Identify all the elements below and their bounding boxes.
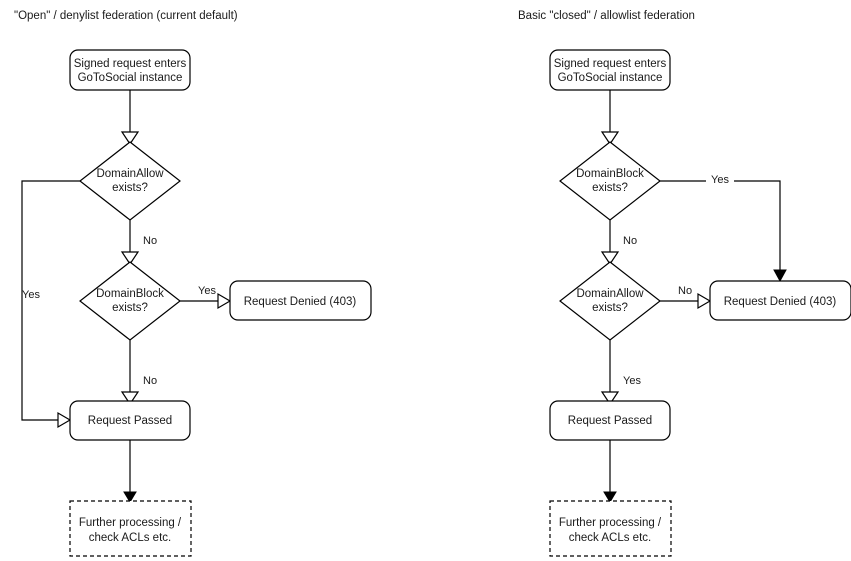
node-label-domainblock-line1: DomainBlock — [96, 288, 164, 300]
diagram-closed-allowlist: Basic "closed" / allowlist federation Si… — [518, 10, 851, 557]
node-label-domainallow-2-line1: DomainAllow — [576, 288, 644, 300]
edge-domainallow-no-to-domainblock: No — [120, 220, 157, 266]
arrowhead-open-start-to-domainallow — [120, 131, 140, 146]
node-label-request-passed-2: Request Passed — [568, 415, 652, 427]
node-label-domainblock-line2: exists? — [112, 302, 148, 314]
arrowhead-open-domainblock-no-2 — [600, 251, 620, 266]
node-request-passed: Request Passed — [69, 400, 191, 441]
arrowhead-filled-domainblock-yes-2 — [773, 269, 787, 283]
node-request-denied-2: Request Denied (403) — [709, 280, 851, 321]
edge-line-domainallow-yes — [21, 180, 80, 421]
node-label-start-line1: Signed request enters — [74, 58, 187, 70]
diagram-open-denylist: "Open" / denylist federation (current de… — [14, 10, 372, 557]
node-further-processing-2: Further processing / check ACLs etc. — [549, 500, 672, 557]
node-label-request-denied: Request Denied (403) — [244, 296, 357, 308]
arrowhead-open-domainallow-no — [120, 251, 140, 266]
node-further-processing: Further processing / check ACLs etc. — [69, 500, 192, 557]
edge-start-to-domainallow — [120, 90, 140, 146]
node-shape-domainallow — [79, 141, 181, 221]
edge-label-domainallow-yes-2: Yes — [623, 375, 641, 387]
edge-label-domainblock-yes-2: Yes — [711, 174, 729, 186]
node-domainblock-exists-2: DomainBlock exists? — [559, 141, 661, 221]
edge-domainblock-no-to-requestpassed: No — [120, 340, 157, 406]
node-label-domainblock-2-line1: DomainBlock — [576, 168, 644, 180]
node-shape-start-2 — [549, 49, 671, 91]
diagram-title-closed-allowlist: Basic "closed" / allowlist federation — [518, 10, 695, 22]
arrowhead-filled-requestpassed-to-further — [123, 491, 137, 503]
node-label-domainallow-2-line2: exists? — [592, 302, 628, 314]
edge-domainallow-yes-to-requestpassed-2: Yes — [600, 340, 641, 406]
node-label-further-processing-2-line2: check ACLs etc. — [569, 532, 651, 544]
node-request-passed-2: Request Passed — [549, 400, 671, 441]
edge-requestpassed-to-further-2 — [603, 440, 617, 503]
edge-domainallow-no-to-requestdenied-2: No — [660, 285, 712, 310]
edge-label-domainallow-yes: Yes — [22, 289, 40, 301]
node-signed-request-enters-2: Signed request enters GoToSocial instanc… — [549, 49, 671, 91]
edge-label-domainblock-yes: Yes — [198, 285, 216, 297]
arrowhead-open-domainblock-no — [120, 391, 140, 406]
node-label-start-2-line2: GoToSocial instance — [558, 72, 663, 84]
node-shape-domainblock-2 — [559, 141, 661, 221]
arrowhead-open-domainallow-no-2 — [697, 292, 712, 310]
arrowhead-filled-requestpassed-to-further-2 — [603, 491, 617, 503]
node-label-domainallow-line2: exists? — [112, 182, 148, 194]
node-domainallow-exists-2: DomainAllow exists? — [559, 261, 661, 341]
edge-domainallow-yes-to-requestpassed: Yes — [21, 180, 80, 429]
node-label-request-passed: Request Passed — [88, 415, 172, 427]
node-shape-further-processing — [69, 500, 192, 557]
node-shape-request-denied — [229, 280, 372, 321]
edge-label-domainblock-no-2: No — [623, 235, 637, 247]
edge-start-to-domainblock-2 — [600, 90, 620, 146]
node-shape-request-denied-2 — [709, 280, 851, 321]
node-label-start-line2: GoToSocial instance — [78, 72, 183, 84]
diagram-title-open-denylist: "Open" / denylist federation (current de… — [14, 10, 238, 22]
node-request-denied: Request Denied (403) — [229, 280, 372, 321]
node-shape-further-processing-2 — [549, 500, 672, 557]
node-domainallow-exists: DomainAllow exists? — [79, 141, 181, 221]
edge-label-domainallow-no-2: No — [678, 285, 692, 297]
edge-requestpassed-to-further — [123, 440, 137, 503]
node-label-further-processing-2-line1: Further processing / — [559, 517, 662, 529]
node-label-further-processing-line2: check ACLs etc. — [89, 532, 171, 544]
node-signed-request-enters: Signed request enters GoToSocial instanc… — [69, 49, 191, 91]
arrowhead-open-start-to-domainblock-2 — [600, 131, 620, 146]
edge-domainblock-yes-to-requestdenied-2: Yes — [660, 172, 787, 283]
edge-domainblock-no-to-domainallow-2: No — [600, 220, 637, 266]
edge-label-backdrop-domainblock-yes-2 — [706, 172, 734, 187]
edge-label-domainblock-no: No — [143, 375, 157, 387]
edge-label-domainallow-no: No — [143, 235, 157, 247]
edge-line-domainblock-yes-2 — [660, 180, 781, 272]
arrowhead-open-domainblock-yes — [217, 292, 232, 310]
node-shape-domainallow-2 — [559, 261, 661, 341]
node-label-further-processing-line1: Further processing / — [79, 517, 182, 529]
node-domainblock-exists: DomainBlock exists? — [79, 261, 181, 341]
node-label-start-2-line1: Signed request enters — [554, 58, 667, 70]
arrowhead-open-domainallow-yes-2 — [600, 391, 620, 406]
edge-domainblock-yes-to-requestdenied: Yes — [180, 285, 232, 310]
arrowhead-open-domainallow-yes — [57, 411, 72, 429]
node-shape-domainblock — [79, 261, 181, 341]
node-label-domainallow-line1: DomainAllow — [96, 168, 164, 180]
node-shape-start — [69, 49, 191, 91]
node-label-request-denied-2: Request Denied (403) — [724, 296, 837, 308]
node-label-domainblock-2-line2: exists? — [592, 182, 628, 194]
